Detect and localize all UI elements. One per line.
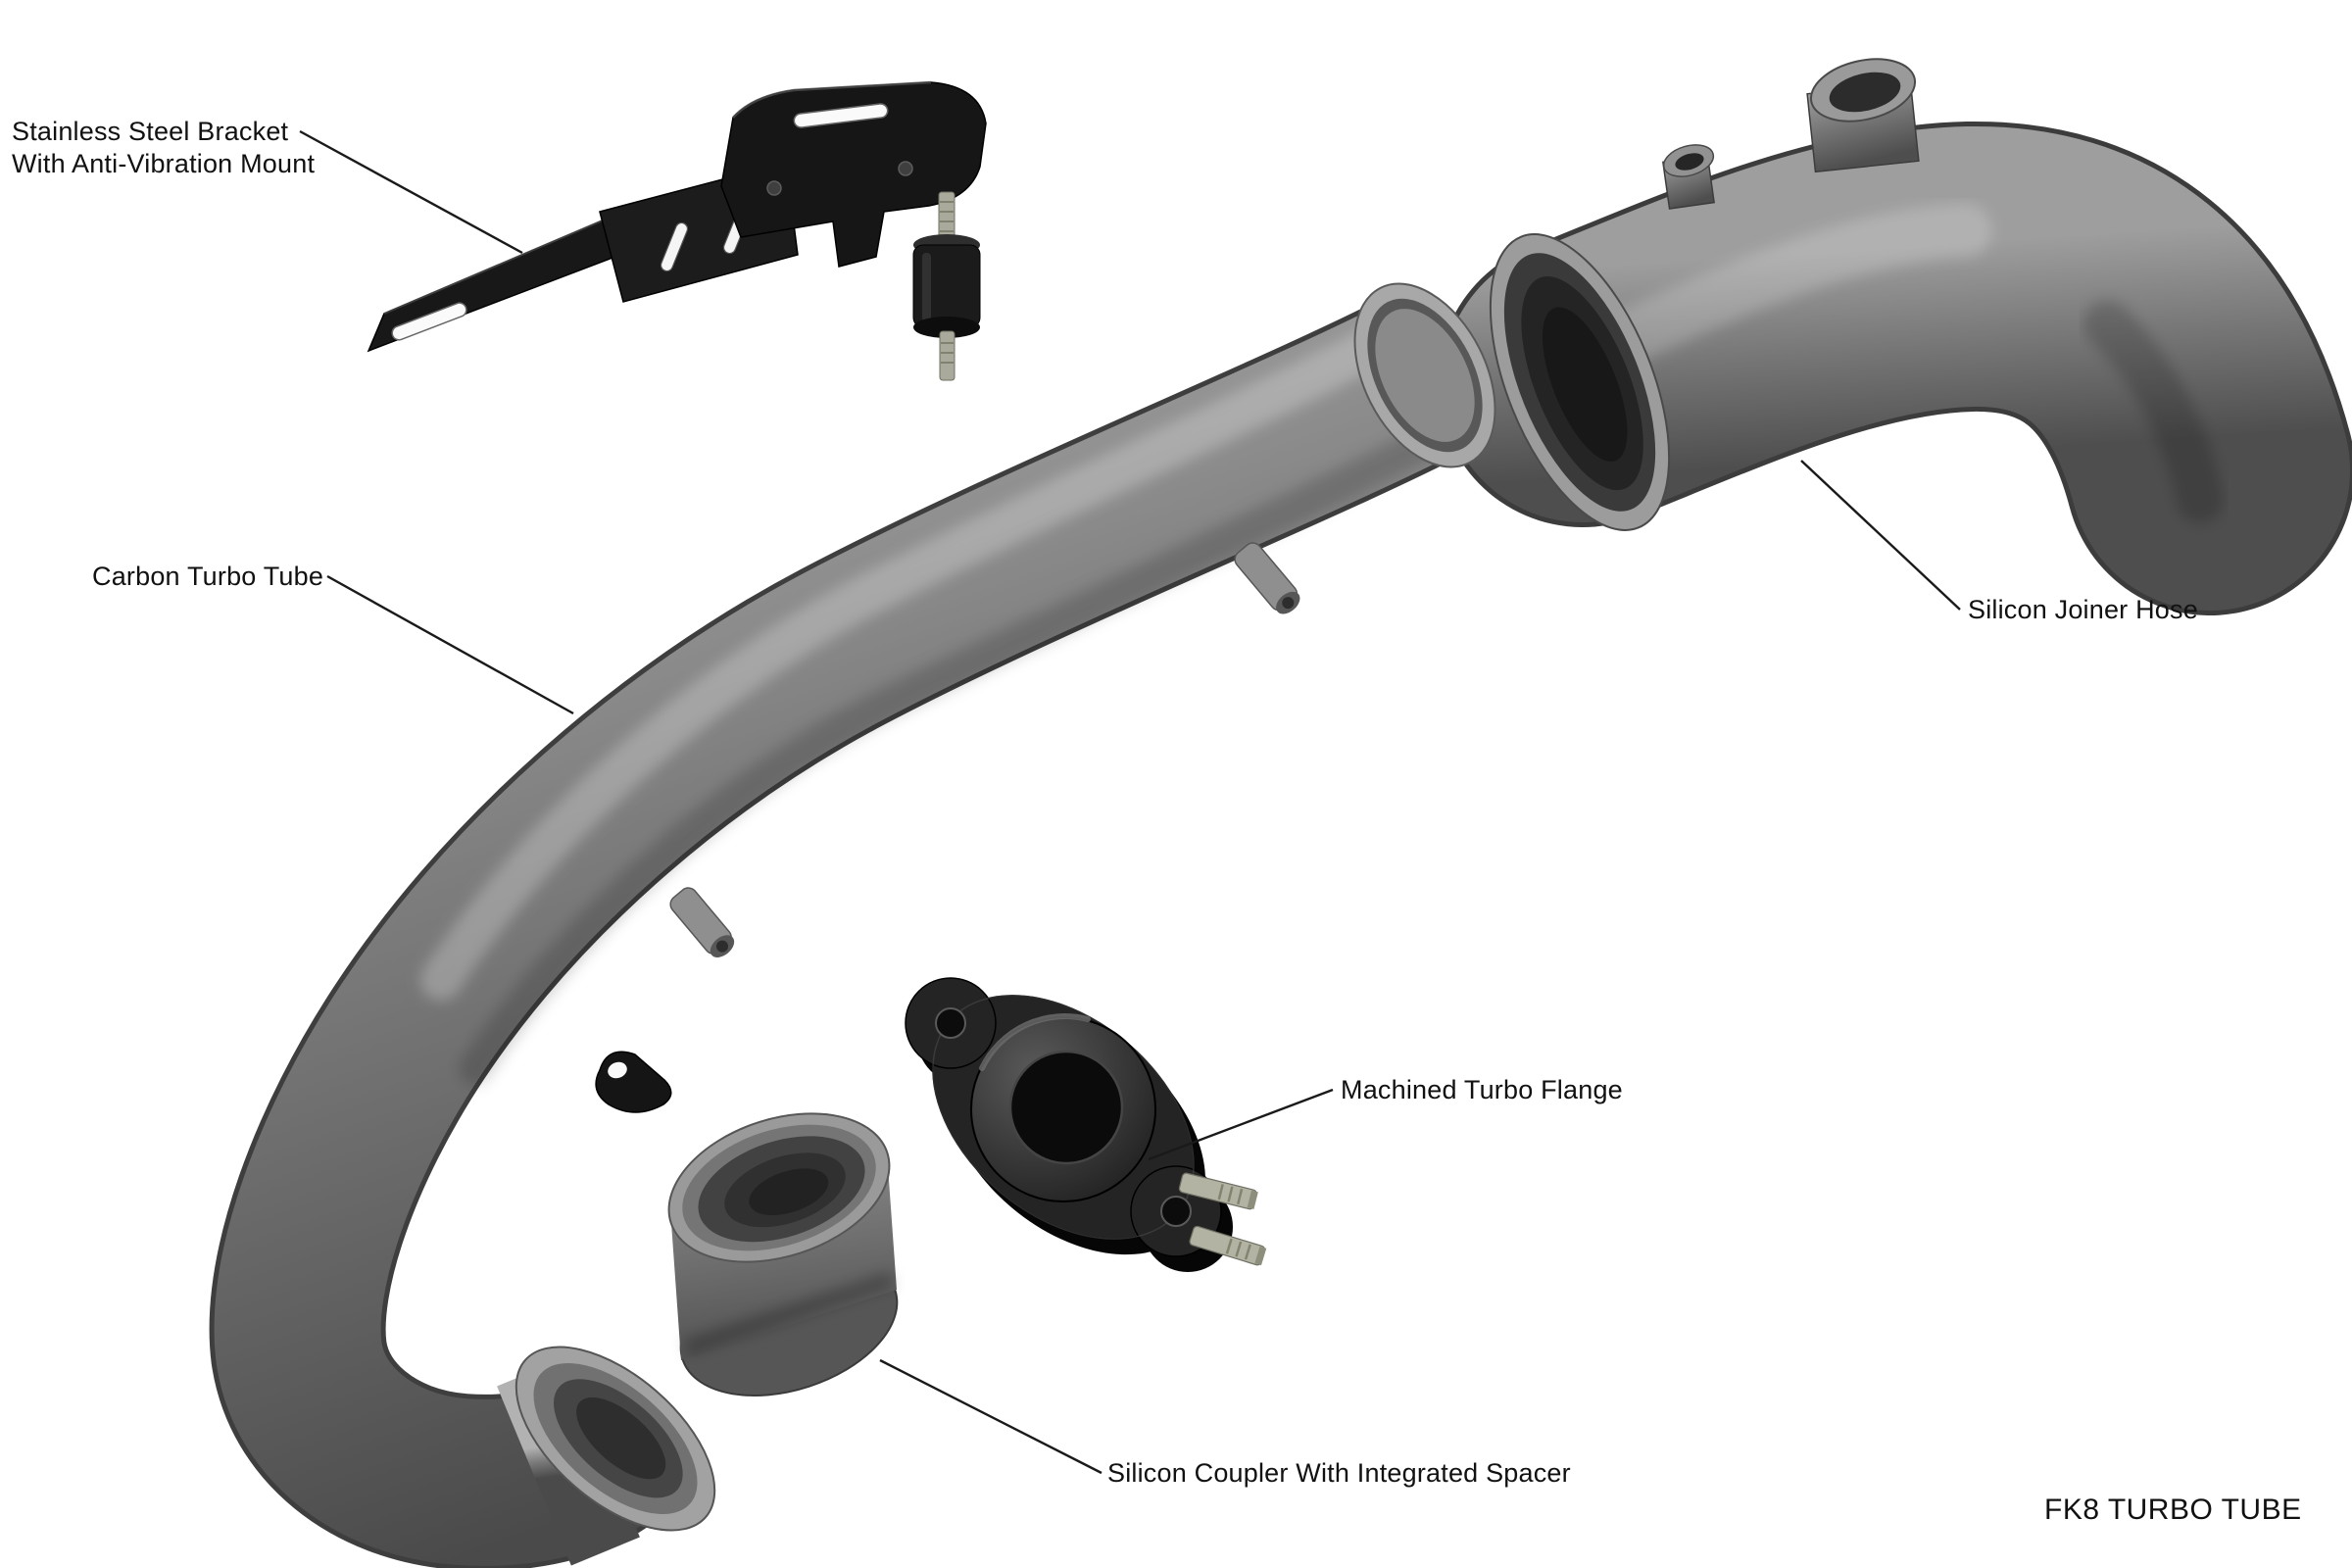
tube-nipple-fitting: [669, 887, 735, 957]
tube-bell-opening: [514, 1346, 716, 1532]
leader-line-turbo-flange: [1148, 1088, 1334, 1161]
carbon-turbo-tube-drawing: [209, 282, 1496, 1568]
bracket-slot: [391, 302, 467, 341]
flange-stud: [1189, 1225, 1267, 1266]
stainless-steel-bracket-drawing: [367, 80, 987, 353]
hose-small-port: [1662, 144, 1715, 210]
machined-turbo-flange-drawing: [905, 977, 1267, 1272]
tube-nipple-fitting: [1234, 542, 1300, 614]
bracket-slot: [660, 221, 689, 272]
label-machined-turbo-flange: Machined Turbo Flange: [1341, 1075, 1623, 1104]
tube-upper-rim: [1353, 282, 1496, 468]
label-bracket: Stainless Steel Bracket With Anti-Vibrat…: [12, 116, 315, 180]
bracket-hole: [898, 161, 913, 176]
label-silicon-coupler: Silicon Coupler With Integrated Spacer: [1107, 1458, 1571, 1488]
bracket-slot: [793, 103, 889, 128]
label-carbon-turbo-tube: Carbon Turbo Tube: [92, 562, 324, 591]
label-bracket-line2: With Anti-Vibration Mount: [12, 149, 316, 178]
leader-line-coupler: [879, 1358, 1102, 1475]
flange-stud: [1178, 1172, 1258, 1210]
label-bracket-line1: Stainless Steel Bracket: [12, 117, 289, 146]
hose-large-port: [1806, 58, 1920, 173]
leader-line-joiner-hose: [1800, 460, 1961, 611]
leader-lines: [299, 129, 1961, 1475]
silicon-coupler-drawing: [667, 1112, 899, 1396]
bracket-hole: [766, 180, 782, 196]
small-clip-drawing: [595, 1051, 672, 1113]
silicon-joiner-hose-drawing: [1438, 58, 2352, 615]
diagram-title: FK8 TURBO TUBE: [2044, 1494, 2302, 1526]
hose-opening: [1489, 233, 1671, 531]
label-silicon-joiner-hose: Silicon Joiner Hose: [1968, 595, 2198, 624]
coupler-opening: [667, 1112, 891, 1263]
flange-bolt-hole: [935, 1007, 966, 1039]
anti-vibration-mount-drawing: [912, 191, 981, 381]
leader-line-bracket: [299, 129, 523, 255]
leader-line-carbon-tube: [326, 574, 574, 715]
flange-bolt-hole: [1160, 1196, 1192, 1227]
